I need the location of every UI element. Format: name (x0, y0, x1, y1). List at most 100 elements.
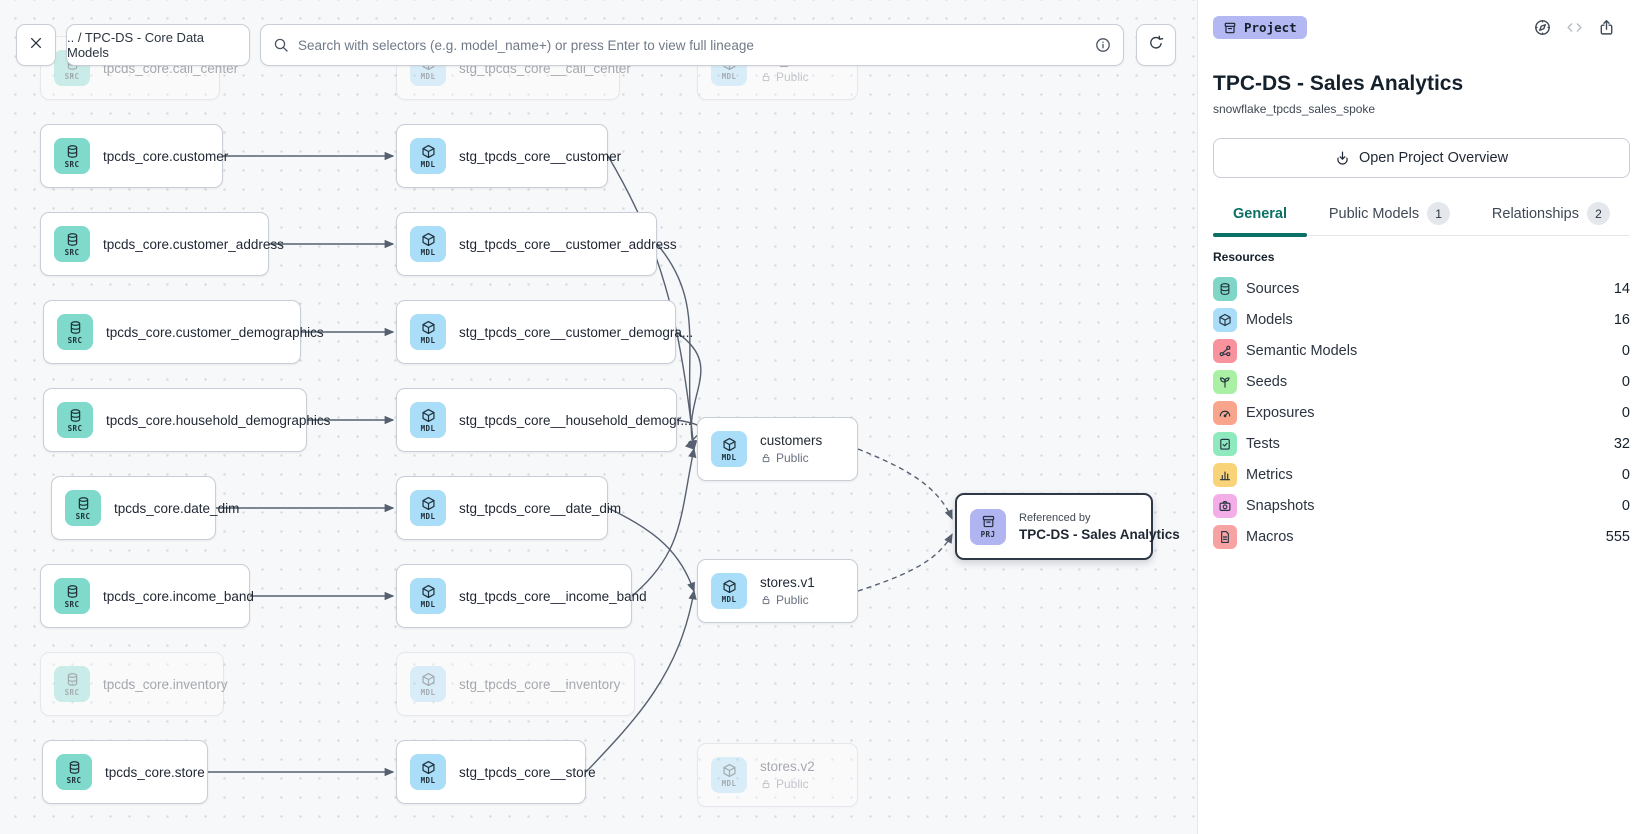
file-icon (1213, 525, 1237, 549)
database-icon (1213, 277, 1237, 301)
close-icon (28, 35, 44, 56)
node-label: TPC-DS - Sales Analytics (1019, 526, 1180, 542)
open-project-overview-button[interactable]: Open Project Overview (1213, 138, 1630, 178)
mdl-badge: MDL (711, 757, 747, 793)
resource-row-exposures[interactable]: Exposures 0 (1213, 401, 1630, 425)
src-badge: SRC (54, 138, 90, 174)
refresh-icon (1148, 35, 1164, 56)
mdl-badge: MDL (410, 754, 446, 790)
resource-row-sources[interactable]: Sources 14 (1213, 277, 1630, 301)
resource-row-semantic-models[interactable]: Semantic Models 0 (1213, 339, 1630, 363)
unlock-icon (760, 778, 772, 790)
resource-count: 0 (1621, 343, 1630, 359)
mdl-badge: MDL (711, 431, 747, 467)
node-label: tpcds_core.date_dim (114, 500, 240, 516)
resource-count: 0 (1621, 405, 1630, 421)
node-label: stg_tpcds_core__store (459, 764, 596, 780)
mdl-badge: MDL (410, 138, 446, 174)
graph-node-src_household_demographics[interactable]: SRC tpcds_core.household_demographics (43, 388, 331, 452)
resource-label: Exposures (1246, 405, 1315, 421)
close-lineage-button[interactable] (16, 24, 56, 66)
share-icon[interactable] (1598, 19, 1615, 36)
node-label: stg_tpcds_core__customer (459, 148, 622, 164)
explore-compass-icon[interactable] (1534, 19, 1551, 36)
mdl-badge: MDL (410, 578, 446, 614)
gauge-icon (1213, 401, 1237, 425)
refresh-lineage-button[interactable] (1136, 24, 1176, 66)
node-label: tpcds_core.customer_demographics (106, 324, 324, 340)
resources-header: Resources (1213, 250, 1275, 264)
info-icon[interactable] (1095, 37, 1111, 53)
tab-general[interactable]: General (1213, 202, 1307, 237)
resource-label: Semantic Models (1246, 343, 1358, 359)
src-badge: SRC (54, 226, 90, 262)
node-label: customers (760, 433, 823, 448)
graph-node-mdl_customer[interactable]: MDL stg_tpcds_core__customer (396, 124, 622, 188)
mdl-badge: MDL (711, 573, 747, 609)
node-label: stg_tpcds_core__inventory (459, 676, 621, 692)
src-badge: SRC (57, 402, 93, 438)
details-panel: Project TPC-DS - Sales Analytics snowfla… (1197, 0, 1648, 834)
node-kicker: Referenced by (1019, 511, 1091, 524)
graph-node-mdl_customer_demographics[interactable]: MDL stg_tpcds_core__customer_demogra... (396, 300, 694, 364)
resource-count: 32 (1613, 436, 1630, 452)
resource-label: Models (1246, 312, 1293, 328)
code-icon[interactable] (1566, 19, 1583, 36)
mdl-badge: MDL (410, 226, 446, 262)
bar-chart-icon (1213, 463, 1237, 487)
node-label: stg_tpcds_core__date_dim (459, 500, 622, 516)
graph-node-mdl_store[interactable]: MDL stg_tpcds_core__store (396, 740, 596, 804)
resource-label: Snapshots (1246, 498, 1315, 514)
resource-count: 16 (1613, 312, 1630, 328)
resource-row-models[interactable]: Models 16 (1213, 308, 1630, 332)
project-type-badge: Project (1213, 16, 1307, 39)
cube-icon (1213, 308, 1237, 332)
mdl-badge: MDL (410, 314, 446, 350)
mdl-badge: MDL (410, 402, 446, 438)
node-label: stg_tpcds_core__household_demogr... (459, 412, 692, 428)
src-badge: SRC (54, 578, 90, 614)
camera-icon (1213, 494, 1237, 518)
node-access: Public (760, 451, 822, 465)
node-label: stg_tpcds_core__customer_demogra... (459, 324, 694, 340)
resource-count: 14 (1613, 281, 1630, 297)
src-badge: SRC (54, 666, 90, 702)
node-access: Public (760, 777, 815, 791)
node-label: stores.v2 (760, 759, 815, 774)
graph-node-mdl_household_demographics[interactable]: MDL stg_tpcds_core__household_demogr... (396, 388, 692, 452)
node-access: Public (760, 593, 815, 607)
breadcrumb-label: .. / TPC-DS - Core Data Models (67, 30, 205, 60)
breadcrumb[interactable]: .. / TPC-DS - Core Data Models (66, 24, 250, 66)
open-project-overview-label: Open Project Overview (1358, 150, 1509, 166)
node-label: tpcds_core.household_demographics (106, 412, 331, 428)
search-input[interactable] (298, 37, 1086, 53)
tab-label: General (1233, 205, 1287, 222)
resource-count: 555 (1605, 529, 1630, 545)
project-type-badge-label: Project (1244, 20, 1297, 35)
resource-label: Sources (1246, 281, 1300, 297)
